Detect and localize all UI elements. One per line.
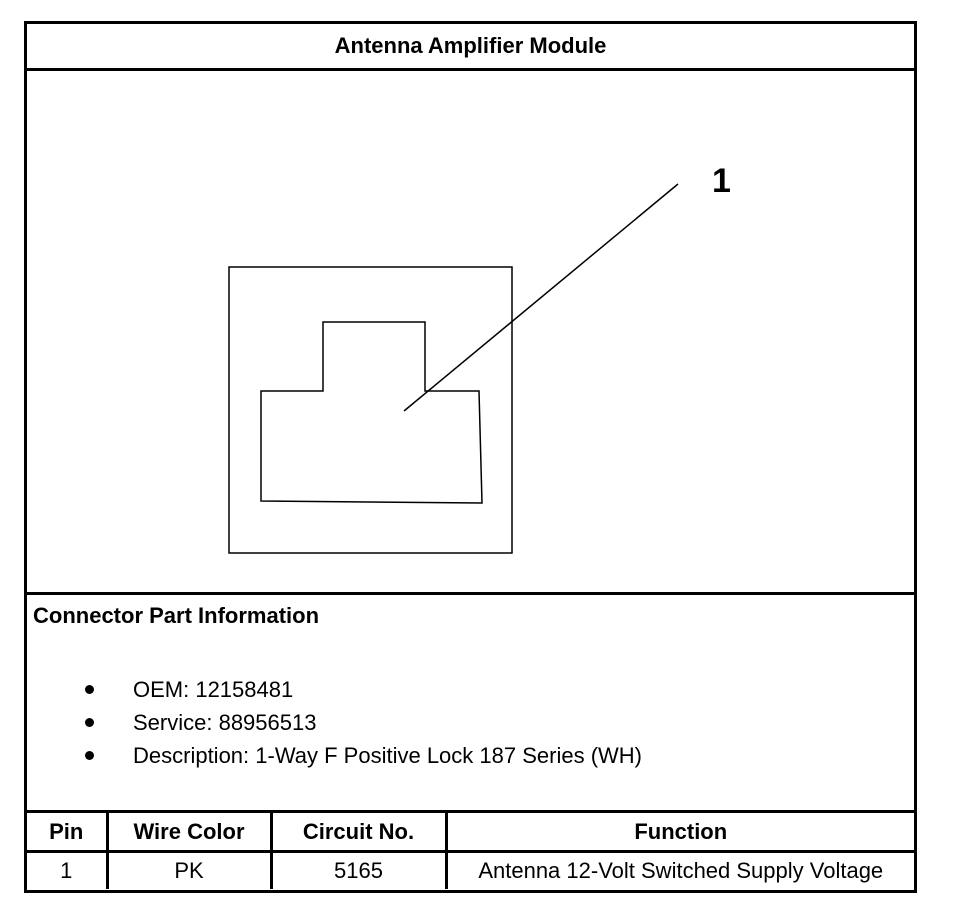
connector-outline bbox=[228, 266, 513, 554]
cell-wire-color: PK bbox=[105, 850, 273, 889]
pin-table: Pin Wire Color Circuit No. Function 1 PK… bbox=[27, 810, 914, 889]
connector-drawing: 1 bbox=[228, 162, 731, 554]
connector-part-information: Connector Part Information OEM: 12158481… bbox=[27, 592, 914, 813]
connector-diagram: 1 bbox=[27, 68, 914, 592]
bullet-icon bbox=[85, 685, 94, 694]
cell-circuit-no: 5165 bbox=[269, 850, 448, 889]
callout-leader-line bbox=[403, 183, 679, 412]
terminal-cavity bbox=[260, 321, 483, 504]
header-function: Function bbox=[444, 810, 914, 853]
list-item-oem: OEM: 12158481 bbox=[27, 673, 642, 706]
table-row: 1 PK 5165 Antenna 12-Volt Switched Suppl… bbox=[27, 850, 914, 889]
description-text: Description: 1-Way F Positive Lock 187 S… bbox=[133, 743, 642, 768]
callout-label: 1 bbox=[712, 162, 731, 200]
header-wire-color: Wire Color bbox=[105, 810, 273, 853]
service-text: Service: 88956513 bbox=[133, 710, 317, 735]
table-header-row: Pin Wire Color Circuit No. Function bbox=[27, 810, 914, 853]
oem-text: OEM: 12158481 bbox=[133, 677, 294, 702]
bullet-icon bbox=[85, 718, 94, 727]
bullet-icon bbox=[85, 751, 94, 760]
section-heading: Connector Part Information bbox=[33, 603, 320, 628]
list-item-description: Description: 1-Way F Positive Lock 187 S… bbox=[27, 739, 642, 772]
cell-function: Antenna 12-Volt Switched Supply Voltage bbox=[444, 850, 914, 889]
page-title: Antenna Amplifier Module bbox=[27, 24, 914, 71]
header-circuit-no: Circuit No. bbox=[269, 810, 448, 853]
list-item-service: Service: 88956513 bbox=[27, 706, 642, 739]
cell-pin: 1 bbox=[27, 850, 109, 889]
connector-sheet: Antenna Amplifier Module 1 Connector Par… bbox=[24, 21, 917, 893]
header-pin: Pin bbox=[27, 810, 109, 853]
part-info-list: OEM: 12158481 Service: 88956513 Descript… bbox=[27, 673, 642, 772]
